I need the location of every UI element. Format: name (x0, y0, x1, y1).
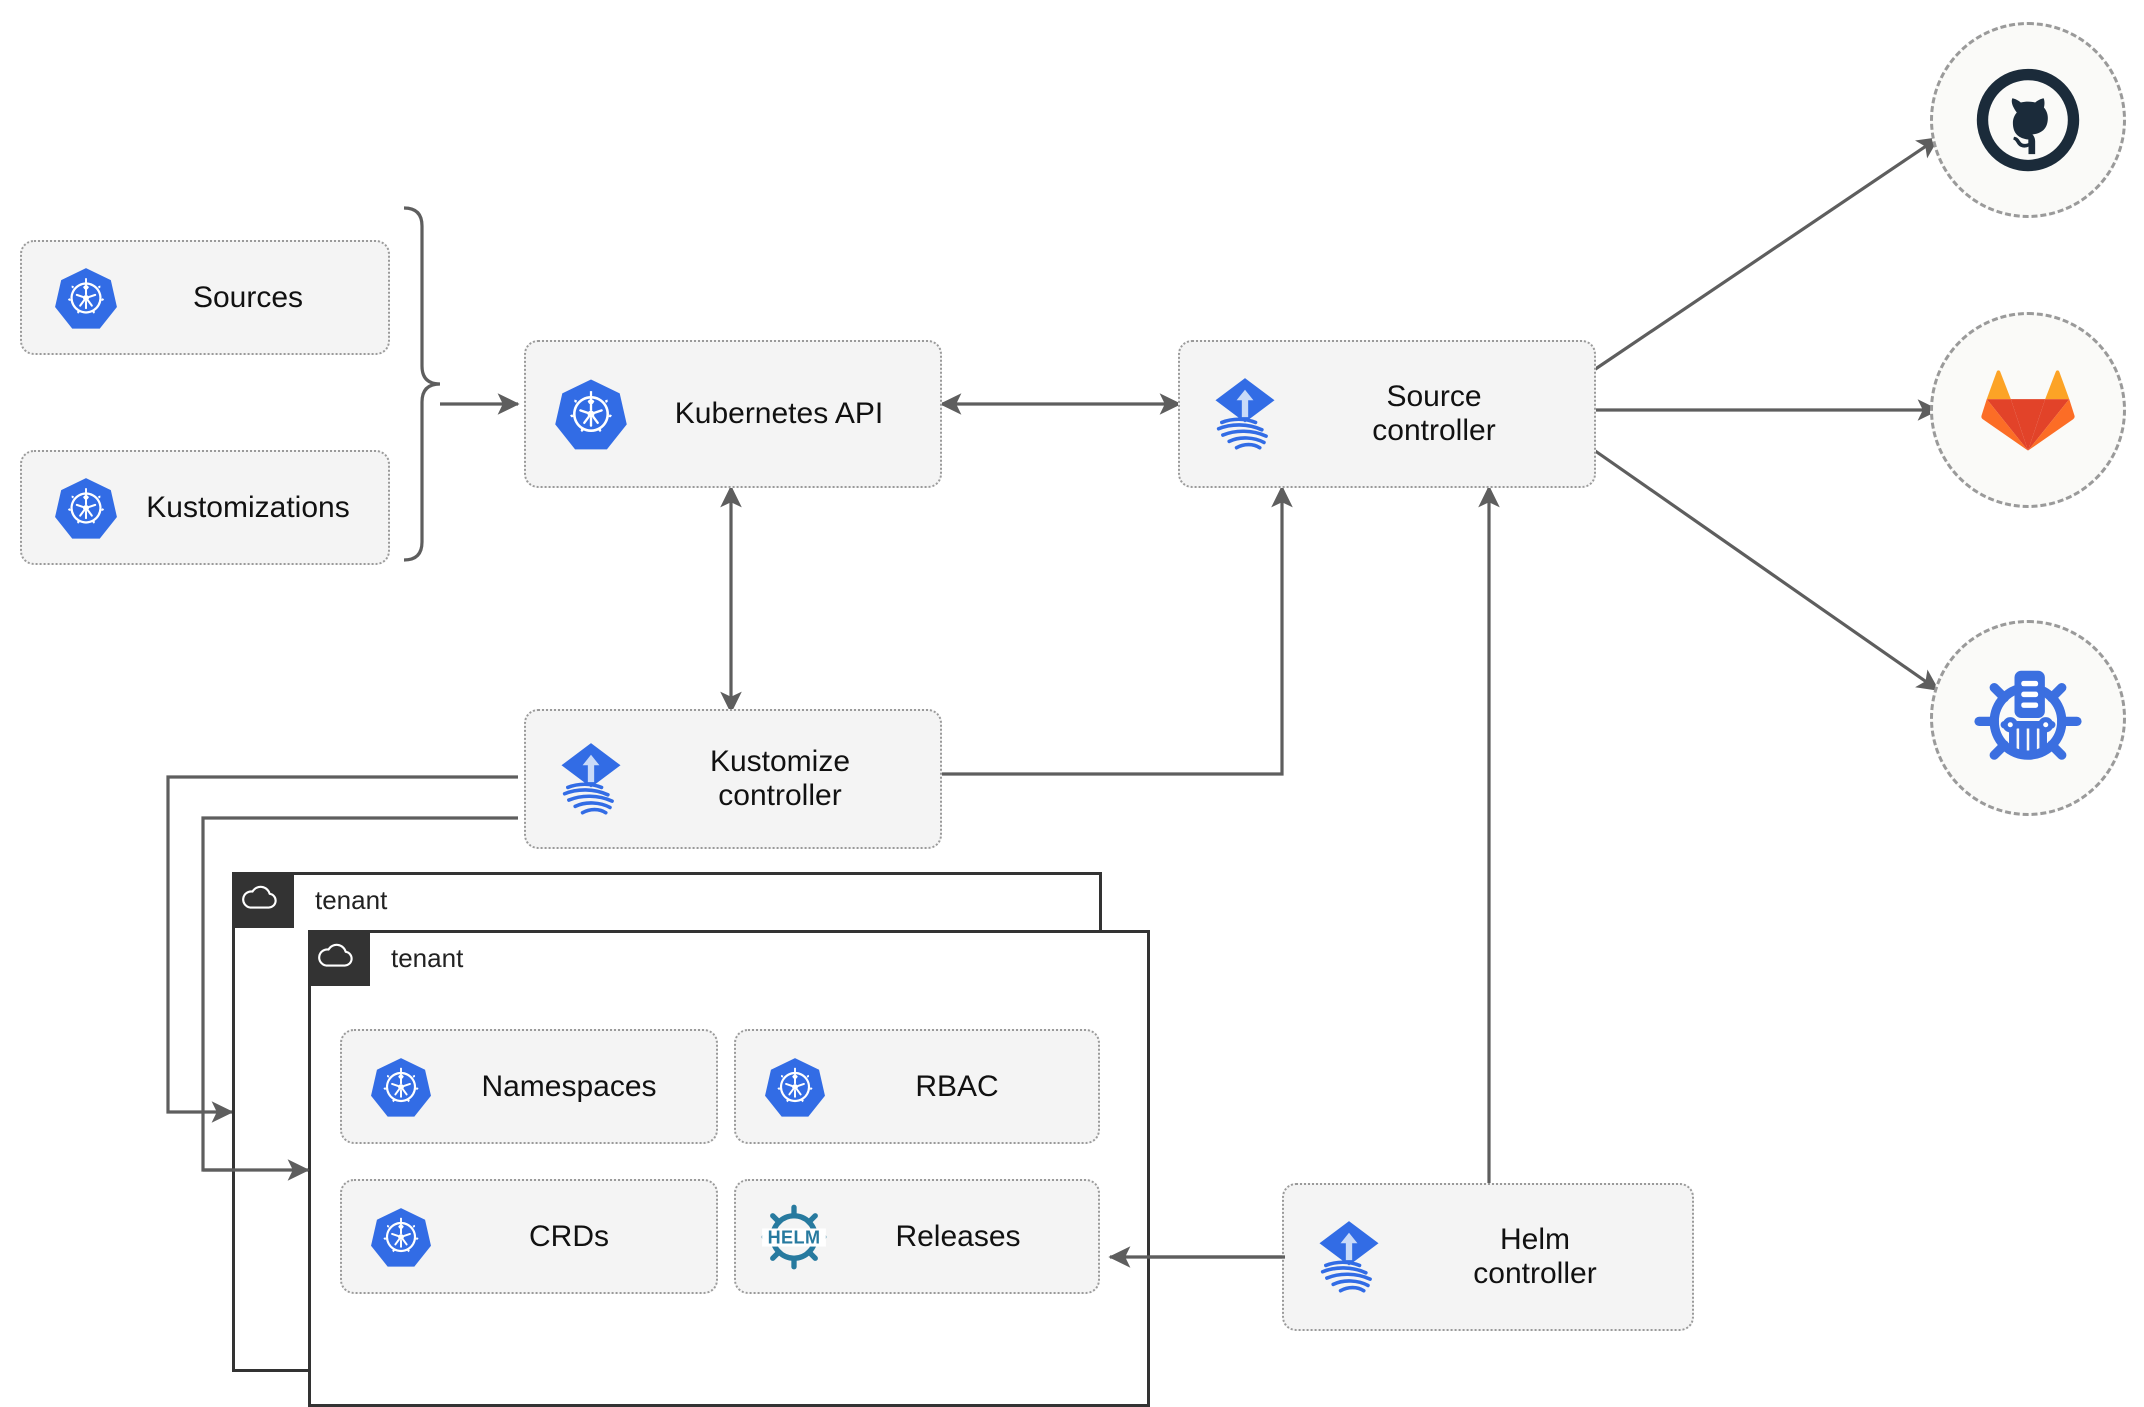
node-source-controller[interactable]: Source controller (1178, 340, 1596, 488)
flux-icon (526, 740, 630, 818)
node-helm-controller[interactable]: Helm controller (1282, 1183, 1694, 1331)
tenant-resource-label: CRDs (529, 1219, 609, 1253)
tenant-resource-releases[interactable]: Releases (734, 1179, 1100, 1294)
resource-box-sources[interactable]: Sources (20, 240, 390, 355)
tenant-label: tenant (391, 942, 464, 973)
node-label: Kustomize controller (709, 745, 851, 812)
kubernetes-icon (22, 476, 118, 540)
kubernetes-icon (736, 1056, 826, 1118)
helm-registry-icon (1974, 664, 2082, 772)
tenant-resource-label: Namespaces (481, 1069, 657, 1103)
gitlab-icon (1981, 370, 2075, 451)
provider-gitlab[interactable] (1930, 312, 2126, 508)
tenant-container-inner[interactable]: tenant (308, 930, 1150, 1407)
tenant-tab (232, 872, 294, 928)
resource-box-kustomizations[interactable]: Kustomizations (20, 450, 390, 565)
tenant-resource-rbac[interactable]: RBAC (734, 1029, 1100, 1144)
flux-icon (1180, 375, 1284, 453)
node-label: Helm controller (1473, 1223, 1597, 1290)
resource-label: Kustomizations (146, 490, 350, 524)
wire-source-to-github (1590, 136, 1940, 374)
kubernetes-icon (342, 1206, 432, 1268)
tenant-tab (308, 930, 370, 986)
tenant-label: tenant (315, 884, 388, 915)
kubernetes-icon (22, 266, 118, 330)
wire-kustomize-to-source (941, 485, 1293, 776)
node-label: Kubernetes API (674, 397, 884, 431)
node-kustomize-controller[interactable]: Kustomize controller (524, 709, 942, 849)
kubernetes-icon (526, 377, 628, 451)
tenant-resource-label: RBAC (915, 1069, 999, 1103)
provider-github[interactable] (1930, 22, 2126, 218)
node-label: Source controller (1372, 380, 1496, 447)
provider-helm-registry[interactable] (1930, 620, 2126, 816)
tenant-resource-namespaces[interactable]: Namespaces (340, 1029, 718, 1144)
node-kubernetes-api[interactable]: Kubernetes API (524, 340, 942, 488)
tenant-resource-label: Releases (895, 1219, 1021, 1253)
tenant-resource-crds[interactable]: CRDs (340, 1179, 718, 1294)
group-bracket (403, 206, 441, 562)
cloud-icon (232, 880, 288, 920)
kubernetes-icon (342, 1056, 432, 1118)
helm-icon (736, 1203, 828, 1271)
resource-label: Sources (192, 280, 304, 314)
github-icon (1976, 68, 2080, 172)
flux-icon (1284, 1218, 1388, 1296)
wire-source-to-registry (1590, 446, 1940, 692)
cloud-icon (308, 938, 364, 978)
